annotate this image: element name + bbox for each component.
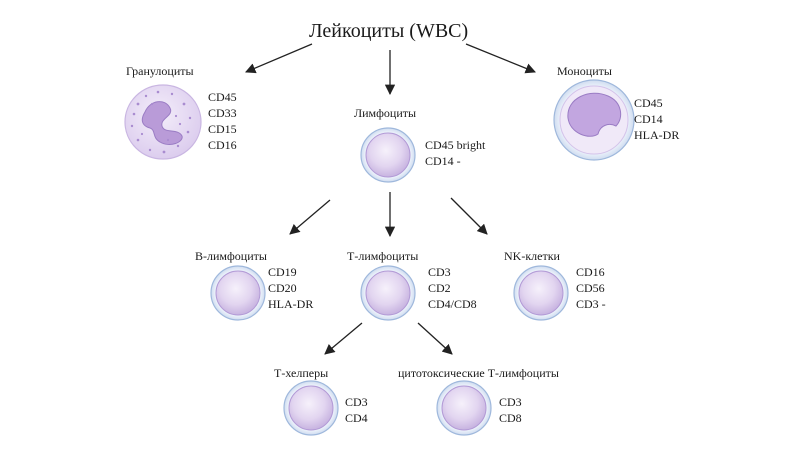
marker: CD45: [634, 96, 663, 110]
t-lymphocytes-markers: CD3 CD2 CD4/CD8: [428, 264, 477, 312]
lymphocytes-markers: CD45 bright CD14 -: [425, 137, 485, 169]
marker: CD3: [499, 395, 522, 409]
marker: CD20: [268, 281, 297, 295]
arrow-wbc-to-granulocytes: [245, 43, 313, 74]
nk-cell-icon: [513, 265, 569, 321]
lymphocyte-cell-icon: [360, 127, 416, 183]
t-lymphocyte-cell-icon: [360, 265, 416, 321]
b-lymphocytes-label: В-лимфоциты: [195, 249, 267, 263]
marker: CD8: [499, 411, 522, 425]
nk-cells-markers: CD16 CD56 CD3 -: [576, 264, 606, 312]
marker: CD4: [345, 411, 368, 425]
arrows: [245, 43, 536, 355]
t-lymphocytes-label: Т-лимфоциты: [347, 249, 419, 263]
b-lymphocyte-cell-icon: [210, 265, 266, 321]
monocytes-label: Моноциты: [557, 64, 612, 78]
marker: CD15: [208, 122, 237, 136]
marker: HLA-DR: [268, 297, 314, 311]
t-helper-cell-icon: [283, 380, 339, 436]
marker: CD16: [576, 265, 605, 279]
monocyte-cell-icon: [553, 79, 635, 161]
marker: CD45: [208, 90, 237, 104]
marker: CD14: [634, 112, 663, 126]
diagram-title: Лейкоциты (WBC): [309, 20, 469, 42]
marker: CD4/CD8: [428, 297, 477, 311]
marker: CD33: [208, 106, 237, 120]
marker: HLA-DR: [634, 128, 680, 142]
granulocytes-label: Гранулоциты: [126, 64, 194, 78]
cytotoxic-t-label: цитотоксические Т-лимфоциты: [398, 366, 559, 380]
lymphocytes-label: Лимфоциты: [354, 106, 417, 120]
marker: CD56: [576, 281, 605, 295]
marker: CD3: [345, 395, 368, 409]
marker: CD45 bright: [425, 138, 486, 152]
arrow-t-to-cytotoxic: [417, 322, 453, 355]
granulocyte-cell-icon: [124, 84, 202, 160]
marker: CD2: [428, 281, 451, 295]
cytotoxic-t-cell-icon: [436, 380, 492, 436]
arrow-wbc-to-monocytes: [465, 43, 536, 74]
granulocytes-markers: CD45 CD33 CD15 CD16: [208, 89, 237, 153]
marker: CD3: [428, 265, 451, 279]
nk-cells-label: NK-клетки: [504, 249, 560, 263]
b-lymphocytes-markers: CD19 CD20 HLA-DR: [268, 264, 313, 312]
t-helpers-label: Т-хелперы: [274, 366, 329, 380]
marker: CD3 -: [576, 297, 606, 311]
marker: CD14 -: [425, 154, 461, 168]
arrow-lymphocytes-to-nk: [450, 197, 488, 235]
marker: CD19: [268, 265, 297, 279]
t-helpers-markers: CD3 CD4: [345, 394, 368, 426]
monocytes-markers: CD45 CD14 HLA-DR: [634, 95, 679, 143]
marker: CD16: [208, 138, 237, 152]
cytotoxic-t-markers: CD3 CD8: [499, 394, 522, 426]
arrow-lymphocytes-to-b: [289, 199, 331, 235]
arrow-t-to-helpers: [324, 322, 363, 355]
